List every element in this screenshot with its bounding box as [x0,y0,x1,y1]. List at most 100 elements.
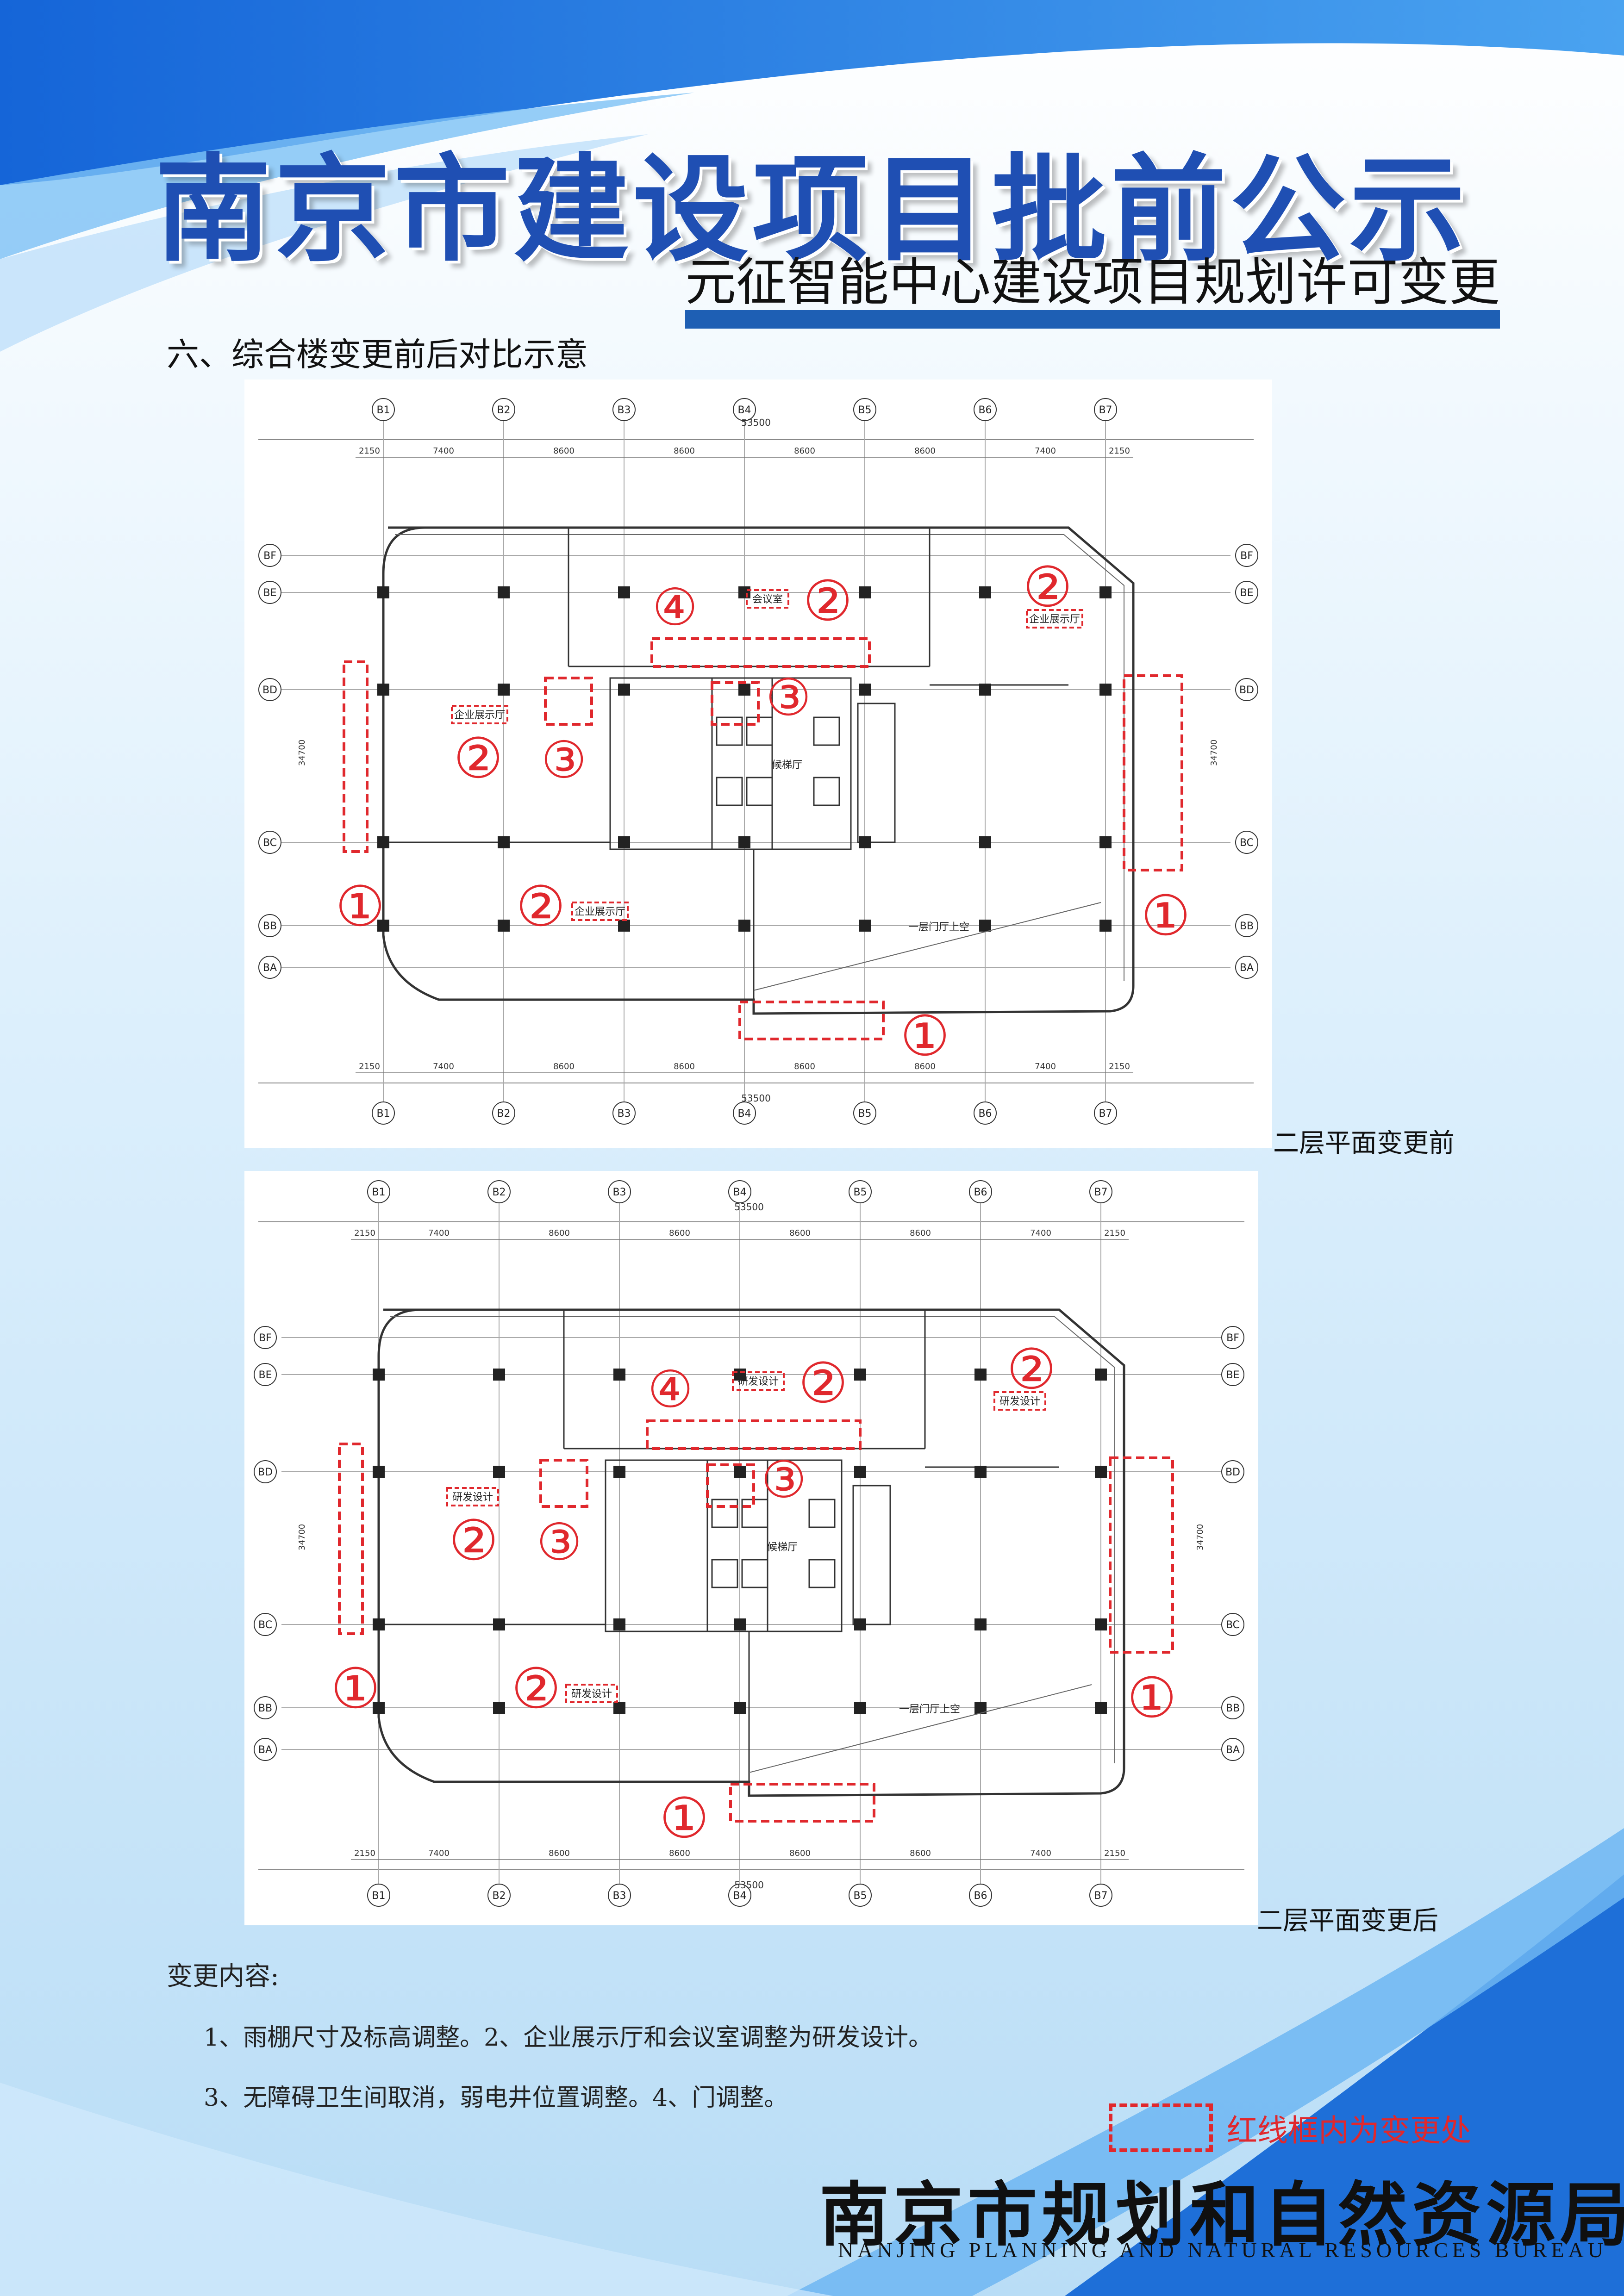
dimension-label: 8600 [789,1848,811,1858]
grid-row-label: BA [263,962,277,974]
structural-column [1099,836,1112,848]
grid-row-label: BC [1240,837,1254,849]
grid-row-bubble [1235,831,1258,854]
grid-col-label: B2 [492,1890,506,1902]
structural-column [613,1618,625,1630]
grid-rows [281,1337,1221,1750]
dimension-label: 8600 [549,1848,570,1858]
label-exhibition-3: 企业展示厅 [575,906,625,918]
grid-col-bubble [1089,1180,1112,1203]
marker-2-left: ② [453,727,503,791]
grid-col-label: B1 [372,1187,385,1198]
structural-column [734,1618,746,1630]
structural-column [498,836,510,848]
grid-row-label: BC [263,837,277,849]
label-rd-2: 研发设计 [999,1396,1040,1407]
structural-column [734,1369,746,1381]
structural-column [854,1466,866,1478]
grid-col-label: B4 [733,1187,746,1198]
structural-column [377,684,389,696]
grid-row-label: BE [1226,1369,1240,1381]
grid-row-bubble [1235,581,1258,604]
structural-column [613,1466,625,1478]
grid-row-bubble [258,581,281,604]
marker-1-right: ① [1141,884,1191,948]
structural-column [1099,920,1112,932]
grid-col-label: B6 [978,404,992,416]
caption-after: 二层平面变更后 [1257,1906,1438,1936]
grid-col-label: B3 [617,404,631,416]
grid-row-label: BD [1225,1467,1240,1478]
total-width-bottom: 53500 [741,1093,771,1104]
dimension-label: 8600 [669,1848,690,1858]
grid-col-label: B7 [1094,1890,1107,1902]
grid-row-label: BF [1240,550,1253,562]
structural-column [738,836,750,848]
structural-column [854,1369,866,1381]
label-void: 一层门厅上空 [899,1704,960,1715]
structural-column [498,920,510,932]
legend-text: 红线框内为变更处 [1227,2113,1471,2148]
grid-row-label: BA [258,1744,272,1756]
dimension-label: 8600 [910,1848,931,1858]
dimension-label: 2150 [359,1062,380,1071]
dimension-label: 7400 [1035,1062,1056,1071]
grid-row-label: BD [262,684,277,696]
marker-3-left: ③ [537,1512,582,1572]
dimension-label: 8600 [794,446,815,456]
total-height-left: 34700 [297,740,307,766]
grid-col-bubble [608,1884,631,1907]
structural-column [1095,1618,1107,1630]
grid-col-bubble [1094,1101,1117,1125]
structural-column [859,836,871,848]
label-rd-3: 研发设计 [571,1688,612,1700]
grid-col-label: B5 [853,1890,867,1902]
grid-col-label: B1 [372,1890,385,1902]
grid-col-bubble [372,1101,395,1125]
grid-col-label: B4 [737,1108,751,1120]
dimension-label: 2150 [1104,1848,1125,1858]
structural-column [854,1702,866,1714]
marker-1-right: ① [1127,1666,1177,1730]
grid-col-bubble [367,1884,390,1907]
grid-row-label: BE [263,587,277,599]
grid-col-bubble [492,1101,515,1125]
grid-row-label: BB [258,1703,272,1714]
structural-column [859,586,871,598]
structural-column [373,1466,385,1478]
label-exhibition-2: 企业展示厅 [1029,614,1080,625]
dimension-label: 8600 [794,1062,815,1071]
grid-row-bubble [1221,1613,1244,1636]
grid-col-bubble [612,1101,636,1125]
dimension-label: 8600 [669,1228,690,1238]
dimension-label: 8600 [789,1228,811,1238]
grid-col-label: B2 [497,1108,510,1120]
grid-col-label: B2 [492,1187,506,1198]
grid-col-bubble [849,1180,872,1203]
grid-row-label: BF [259,1332,272,1344]
structural-column [1099,684,1112,696]
total-width-top: 53500 [741,417,771,428]
grid-row-bubble [258,914,281,937]
grid-row-label: BA [1240,962,1254,974]
total-width-bottom: 53500 [734,1879,764,1891]
structural-column [618,920,630,932]
grid-col-bubble [608,1180,631,1203]
grid-row-bubble [254,1326,277,1349]
grid-col-label: B7 [1099,404,1112,416]
grid-col-bubble [1089,1884,1112,1907]
grid-row-bubble [1221,1696,1244,1719]
grid-col-bubble [1094,398,1117,421]
structural-column [738,586,750,598]
structural-column [1095,1369,1107,1381]
structural-column [618,684,630,696]
marker-2-right: ② [1006,1338,1056,1402]
grid-rows [281,555,1230,968]
structural-column [738,920,750,932]
